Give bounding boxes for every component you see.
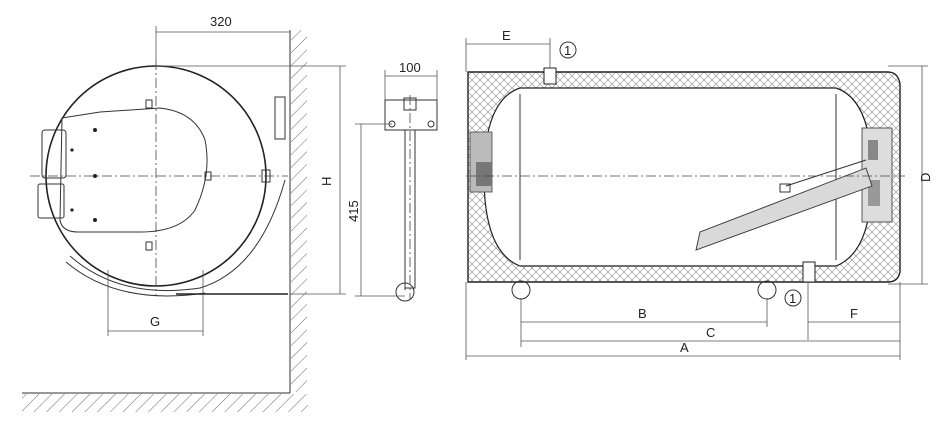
heater-assembly <box>695 127 893 251</box>
heating-element <box>695 167 873 251</box>
marker-bottom-label: 1 <box>789 291 796 306</box>
foot-right <box>757 280 777 300</box>
dim-d-label: D <box>918 173 933 182</box>
dim-415-label: 415 <box>346 200 361 222</box>
marker-bottom <box>784 289 802 307</box>
dim-h-label: H <box>319 177 334 186</box>
control-housing <box>59 107 208 233</box>
control-knob-box <box>41 129 67 179</box>
dim-320-label: 320 <box>210 14 232 29</box>
dim-b-label: B <box>638 306 647 321</box>
dim-e-label: E <box>502 28 511 43</box>
bracket-plate <box>384 99 438 131</box>
wall <box>22 30 308 412</box>
marker-top-label: 1 <box>564 43 571 58</box>
front-view: 1 1 E D B F C A <box>465 28 933 360</box>
dim-g-label: G <box>150 314 160 329</box>
marker-top <box>559 41 577 59</box>
side-bracket-clip <box>261 169 271 183</box>
dim-c-label: C <box>706 325 715 340</box>
side-view: 320 H G <box>22 14 346 412</box>
dim-f-label: F <box>850 306 858 321</box>
wall-mount-upper <box>274 96 286 140</box>
display-box <box>37 183 65 219</box>
foot-left <box>511 280 531 300</box>
dim-a-label: A <box>680 340 689 355</box>
support-arc <box>69 179 286 291</box>
dim-100-label: 100 <box>399 60 421 75</box>
bracket-view: 100 415 <box>346 60 438 302</box>
